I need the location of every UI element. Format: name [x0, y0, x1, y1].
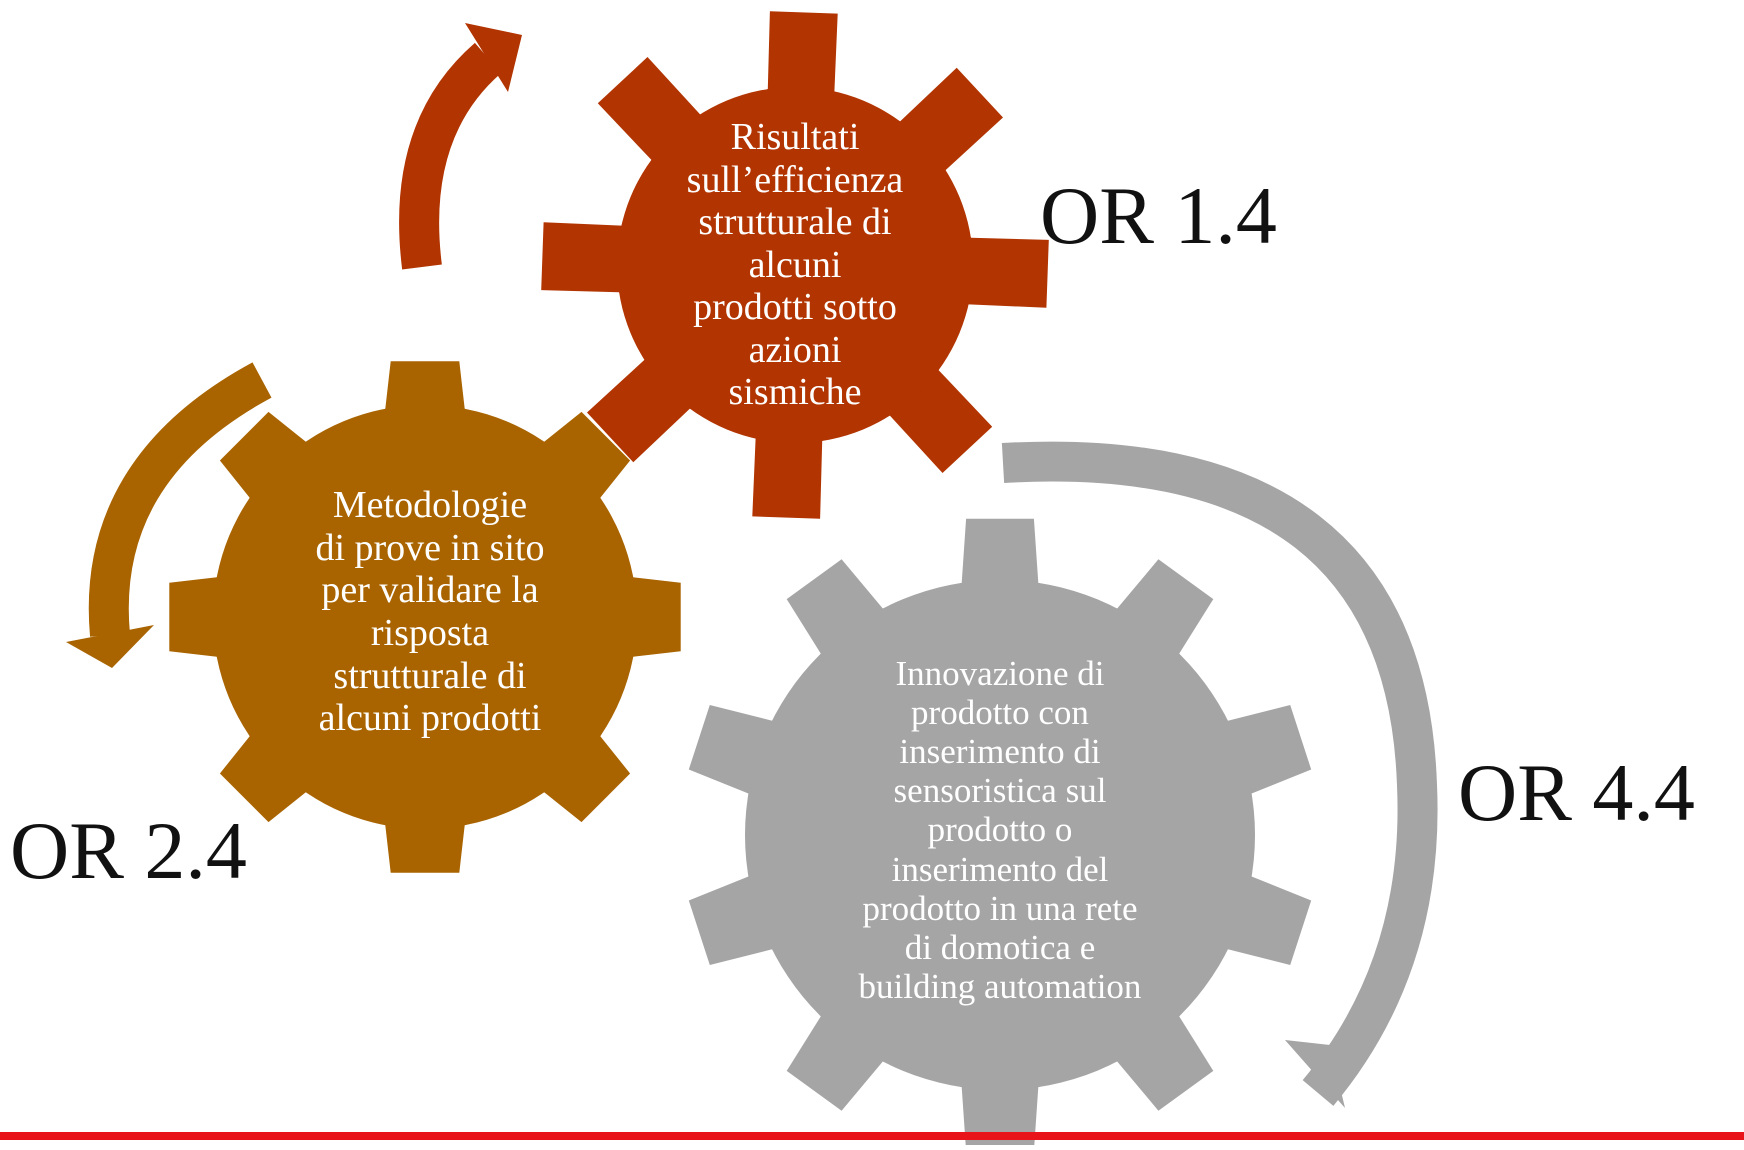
curved-arrow-left-icon [66, 362, 272, 668]
bottom-divider [0, 1132, 1744, 1140]
gear-bottom-icon [688, 518, 1312, 1150]
gear-top-text: Risultati sull’efficienza strutturale di… [686, 116, 904, 414]
gear-left-icon [169, 361, 681, 873]
gear-left-hub [213, 405, 637, 829]
or-label-top: OR 1.4 [1040, 170, 1277, 261]
curved-arrow-right-icon [1001, 441, 1438, 1108]
gear-bottom-hub [745, 580, 1255, 1090]
gear-bottom-text: Innovazione di prodotto con inserimento … [858, 653, 1142, 1007]
gear-left-text: Metodologie di prove in sito per validar… [315, 484, 545, 740]
or-label-left: OR 2.4 [10, 805, 247, 896]
gear-top-hub [617, 87, 973, 443]
gear-top-icon [541, 11, 1049, 519]
or-label-right: OR 4.4 [1458, 747, 1695, 838]
curved-arrow-top-icon [399, 23, 522, 270]
